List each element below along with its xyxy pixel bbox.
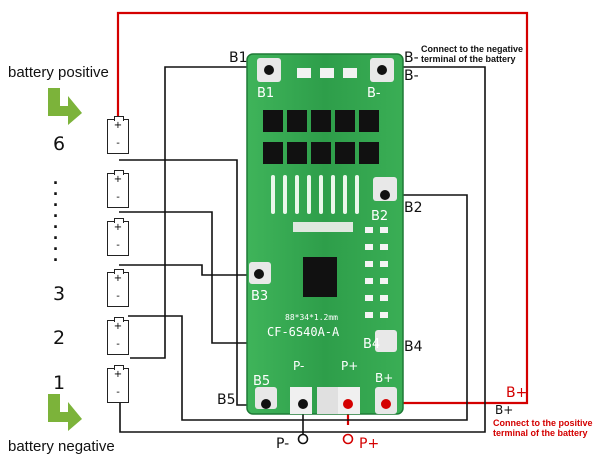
battery-cell-1: +- [107, 365, 129, 403]
cell-number-6: 6 [53, 133, 66, 155]
p-minus-terminal [297, 433, 309, 445]
pcb-silk-b5: B5 [253, 374, 270, 389]
battery-cell-4: +- [107, 218, 129, 256]
balance-black-wires [119, 66, 486, 438]
pcb-silk-b-minus: B- [367, 86, 381, 101]
negative-terminal-note: Connect to the negative terminal of the … [421, 44, 524, 64]
positive-arrow-icon [48, 88, 82, 125]
negative-arrow-icon [48, 394, 82, 431]
b2-label: B2 [404, 200, 423, 216]
pcb-silk-b4: B4 [363, 337, 380, 352]
b-minus-right-label: B- [404, 68, 419, 84]
battery-negative-label: battery negative [8, 438, 115, 455]
positive-terminal-note: Connect to the positive terminal of the … [493, 418, 593, 438]
b1-label: B1 [229, 50, 248, 66]
b4-label: B4 [404, 339, 423, 355]
cell-number-1: 1 [53, 372, 66, 394]
pcb-model-text: CF-6S40A-A [267, 325, 340, 339]
b5-label: B5 [217, 392, 236, 408]
pcb-dimensions-text: 88*34*1.2mm [285, 313, 338, 322]
pcb-silk-b2: B2 [371, 209, 388, 224]
cell-number-2: 2 [53, 327, 66, 349]
battery-cell-2: +- [107, 317, 129, 355]
battery-positive-label: battery positive [8, 64, 109, 81]
pcb-silk-b3: B3 [251, 289, 268, 304]
p-minus-label: P- [276, 436, 290, 452]
pcb-silk-b-plus: B+ [375, 371, 393, 385]
pcb-silk-b1: B1 [257, 86, 274, 101]
b-plus-lower-label: B+ [495, 403, 514, 417]
b-plus-upper-label: B+ [506, 385, 528, 401]
pcb-silk-p-plus: P+ [341, 359, 358, 373]
pcb-silk-p-minus: P- [293, 359, 304, 373]
cell-number-3: 3 [53, 283, 66, 305]
ellipsis-dots: ········ [53, 173, 59, 270]
battery-cell-6: +- [107, 116, 129, 154]
battery-cell-5: +- [107, 170, 129, 208]
battery-cell-3: +- [107, 269, 129, 307]
p-plus-terminal [342, 433, 354, 445]
p-plus-label: P+ [359, 436, 380, 452]
b-minus-top-label: B- [404, 50, 419, 66]
bms-pcb-board: CF-6S40A-A 88*34*1.2mm B1 B- B2 B3 B4 B5… [246, 53, 404, 415]
